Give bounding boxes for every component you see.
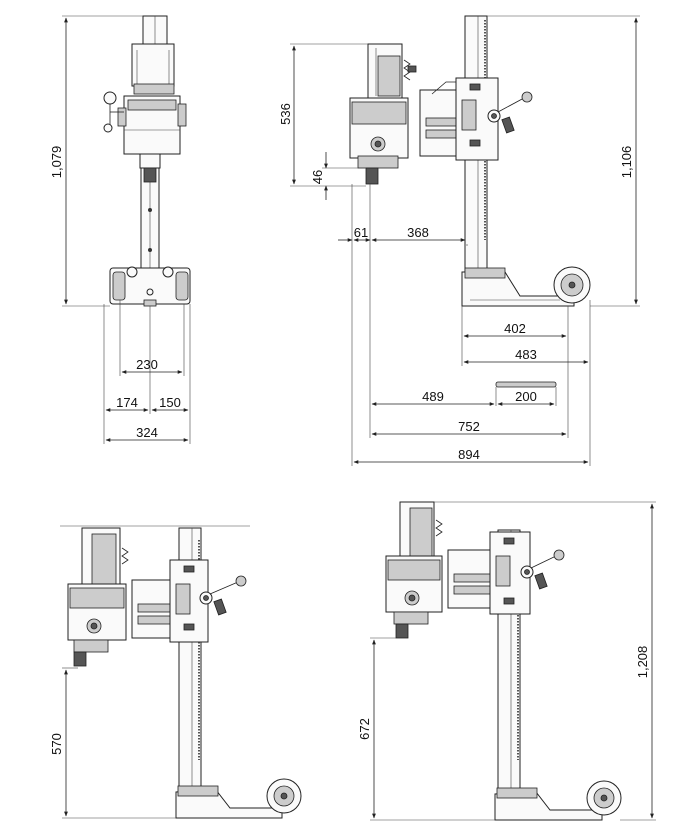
lower-right-total-height-label: 1,208 bbox=[635, 646, 650, 679]
side-base-b-label: 483 bbox=[515, 347, 537, 362]
lower-left-view: 570 bbox=[49, 525, 302, 819]
front-height-label: 1,079 bbox=[49, 146, 64, 179]
front-width-inner-label: 230 bbox=[136, 357, 158, 372]
side-view: 536 46 61 368 1,106 402 483 489 200 752 … bbox=[278, 15, 640, 466]
front-left-label: 174 bbox=[116, 395, 138, 410]
handle-bar bbox=[495, 381, 557, 388]
side-reach-label: 368 bbox=[407, 225, 429, 240]
side-spindle-label: 46 bbox=[310, 170, 325, 184]
front-motor bbox=[131, 43, 175, 87]
side-base-a-label: 402 bbox=[504, 321, 526, 336]
lower-left-height-label: 570 bbox=[49, 733, 64, 755]
side-motor-height-label: 536 bbox=[278, 103, 293, 125]
lower-right-view: 672 1,208 bbox=[357, 501, 656, 821]
side-total-label: 894 bbox=[458, 447, 480, 462]
front-view: 1,079 230 174 150 324 bbox=[49, 15, 191, 444]
side-handle-label: 200 bbox=[515, 389, 537, 404]
front-right-label: 150 bbox=[159, 395, 181, 410]
side-base-c-label: 489 bbox=[422, 389, 444, 404]
front-width-total-label: 324 bbox=[136, 425, 158, 440]
lower-right-drill-height-label: 672 bbox=[357, 718, 372, 740]
side-offset-label: 61 bbox=[354, 225, 368, 240]
front-handle-knob bbox=[103, 91, 117, 105]
side-height-label: 1,106 bbox=[619, 146, 634, 179]
side-base-d-label: 752 bbox=[458, 419, 480, 434]
